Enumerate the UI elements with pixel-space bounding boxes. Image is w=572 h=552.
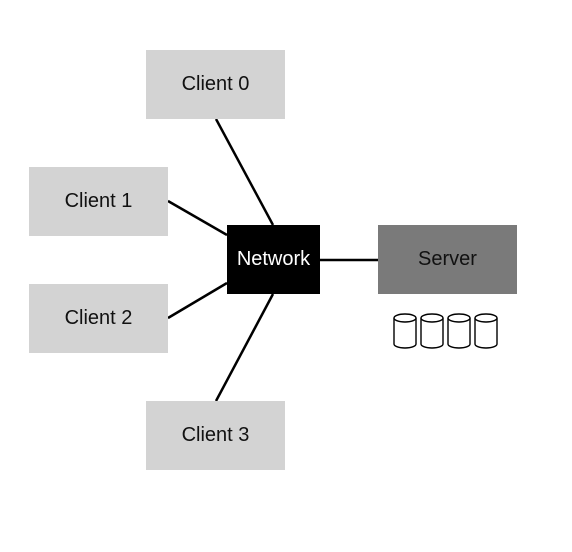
disk-cylinder-icon xyxy=(474,313,498,349)
network-box: Network xyxy=(227,225,320,294)
server-label: Server xyxy=(418,248,477,270)
client-3-box: Client 3 xyxy=(146,401,285,470)
server-disks xyxy=(393,313,498,349)
client-1-label: Client 1 xyxy=(64,190,133,212)
network-label: Network xyxy=(236,248,311,270)
client-0-box: Client 0 xyxy=(146,50,285,119)
client-3-label: Client 3 xyxy=(181,424,250,446)
link-client0-network xyxy=(214,118,275,226)
link-client2-network xyxy=(167,281,228,320)
disk-cylinder-icon xyxy=(420,313,444,349)
client-1-box: Client 1 xyxy=(29,167,168,236)
link-client3-network xyxy=(214,293,275,402)
client-2-box: Client 2 xyxy=(29,284,168,353)
link-client1-network xyxy=(167,199,228,237)
client-0-label: Client 0 xyxy=(181,73,250,95)
server-box: Server xyxy=(378,225,517,294)
disk-cylinder-icon xyxy=(447,313,471,349)
disk-cylinder-icon xyxy=(393,313,417,349)
client-2-label: Client 2 xyxy=(64,307,133,329)
